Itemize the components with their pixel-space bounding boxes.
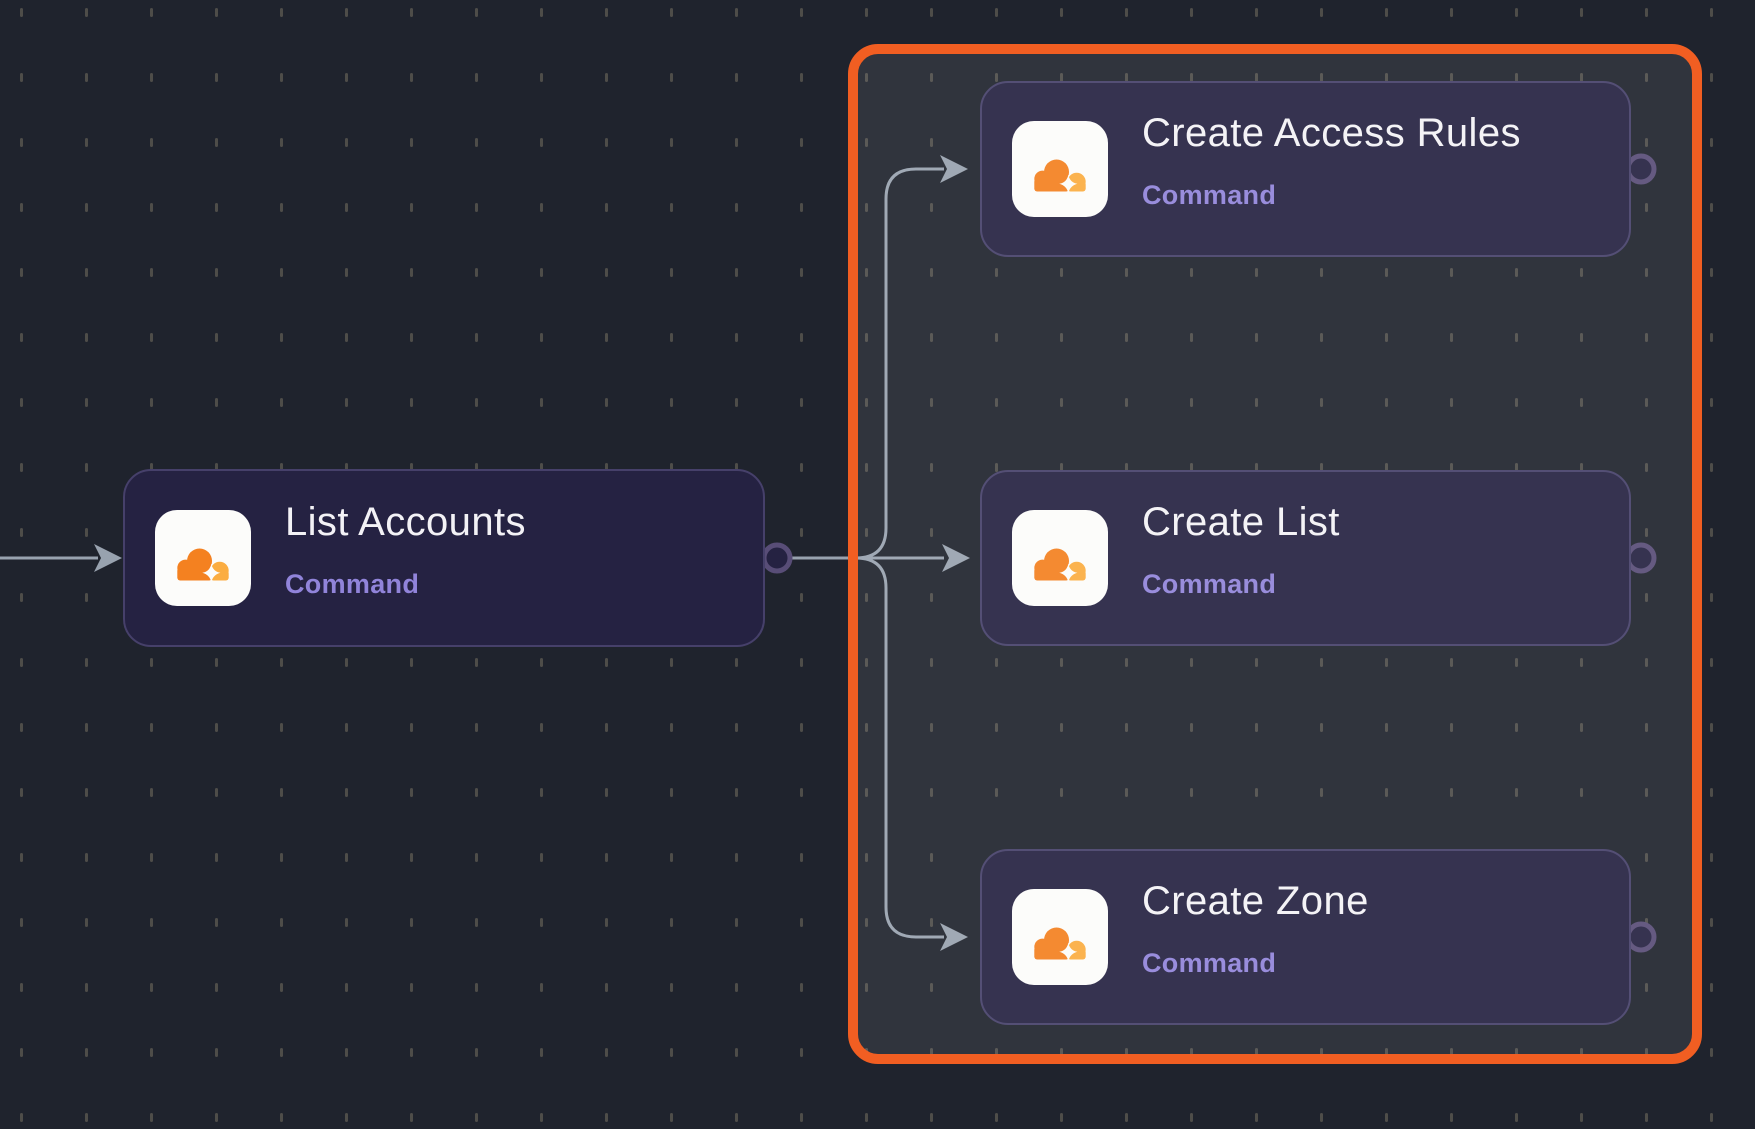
node-create-access-rules[interactable]: Create Access Rules Command [980,81,1631,257]
node-create-list[interactable]: Create List Command [980,470,1631,646]
cloudflare-icon [1012,510,1108,606]
node-title: Create Zone [1142,879,1369,923]
node-list-accounts[interactable]: List Accounts Command [123,469,765,647]
cloudflare-icon [155,510,251,606]
edge-incoming-list-accounts[interactable] [0,544,122,572]
cloudflare-icon [1012,121,1108,217]
output-port-list-accounts[interactable] [761,542,793,574]
node-title: Create List [1142,500,1340,544]
node-subtitle: Command [285,569,420,599]
node-create-zone[interactable]: Create Zone Command [980,849,1631,1025]
cloudflare-icon [1012,889,1108,985]
output-port-create-access-rules[interactable] [1625,153,1657,185]
node-subtitle: Command [1142,569,1277,599]
node-subtitle: Command [1142,948,1277,978]
output-port-create-zone[interactable] [1625,921,1657,953]
node-title: List Accounts [285,500,526,544]
node-title: Create Access Rules [1142,111,1521,155]
node-subtitle: Command [1142,180,1277,210]
edge-list-accounts-create-access-rules[interactable] [855,155,968,560]
output-port-create-list[interactable] [1625,542,1657,574]
edge-list-accounts-create-zone[interactable] [855,556,968,951]
